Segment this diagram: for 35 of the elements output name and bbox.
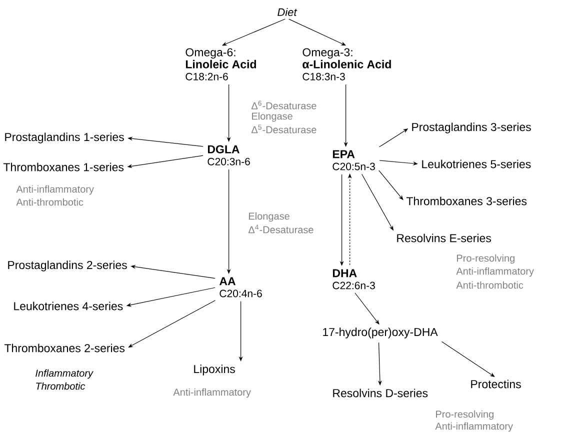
product-label: Thromboxanes 2-series (4, 344, 125, 352)
product-label: Prostaglandins 1-series (5, 132, 124, 144)
product-label: Resolvins E-series (397, 234, 491, 242)
enzyme-label: Δ$^{4}$-Desaturase (248, 224, 314, 234)
product-label: Lipoxins (194, 364, 235, 376)
product-label: Resolvins D-series (333, 388, 428, 398)
fatty-acid-label: Omega-6: Linoleic Acid C18:2n-6 (186, 48, 256, 80)
effect-note: Anti-inflammatory (16, 185, 94, 195)
effect-note: Anti-thrombotic (456, 281, 524, 289)
enzyme-label: Elongase (252, 112, 292, 122)
effect-note: Anti-thrombotic (16, 198, 84, 206)
effect-note: Anti-inflammatory (173, 388, 251, 398)
fatty-acid-label: DHA C22:6n-3 (332, 269, 375, 290)
effect-note: Anti-inflammatory (456, 267, 534, 277)
product-label: Leukotrienes 4-series (14, 302, 123, 310)
product-label: Thromboxanes 1-series (3, 162, 124, 172)
effect-note: Pro-resolving (457, 254, 514, 264)
fatty-acid-label: DGLA C20:3n-6 (208, 145, 250, 166)
enzyme-label: Δ$^{6}$-Desaturase (252, 100, 316, 110)
product-label: Protectins (471, 380, 521, 388)
product-label: Thromboxanes 3-series (406, 196, 527, 206)
effect-note: Inflammatory (36, 369, 94, 379)
effect-note: Pro-resolving (436, 410, 494, 420)
enzyme-label: Elongase (249, 212, 290, 222)
product-label: Leukotrienes 5-series (422, 160, 531, 168)
fatty-acid-label: AA C20:4n-6 (219, 277, 262, 298)
fatty-acid-label: EPA C20:5n-3 (332, 150, 375, 170)
enzyme-label: Δ$^{5}$-Desaturase (252, 124, 316, 134)
source-label: Diet (278, 8, 298, 16)
effect-note: Anti-inflammatory (435, 422, 513, 432)
product-label: Prostaglandins 3-series (412, 122, 531, 134)
product-label: Prostaglandins 2-series (8, 260, 127, 272)
product-label: 17-hydro(per)oxy-DHA (323, 328, 438, 338)
fatty-acid-label: Omega-3: α-Linolenic Acid C18:3n-3 (302, 48, 391, 80)
effect-note: Thrombotic (36, 382, 86, 390)
